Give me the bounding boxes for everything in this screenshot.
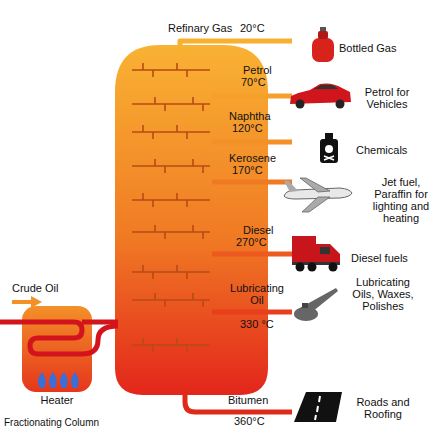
tray-line [132,165,210,167]
tray-cap [143,63,153,77]
fraction-label: Bottled Gas [339,42,396,54]
chemical-bottle-icon-part [325,145,333,153]
car-icon-part [296,100,305,109]
fraction-label: Lubricating Oil [224,282,290,306]
bitumen-pipe [185,390,292,412]
truck-icon-part [316,244,340,264]
fraction-label: Crude Oil [12,282,58,294]
tray-line [132,231,210,233]
naphtha-pipe [212,140,292,145]
chemical-bottle-icon-part [324,156,334,160]
burner-flames-part [49,372,57,388]
fraction-label: 170°C [232,164,263,176]
gas-bottle-icon-part [312,38,334,62]
fraction-label: 360°C [234,415,265,427]
fraction-label: Fractionating Column [4,417,99,429]
burner-flames-part [38,372,46,388]
fraction-label: Petrol for Vehicles [354,86,420,110]
chemical-bottle-icon [320,133,338,163]
tray-line [132,299,210,301]
oil-can-icon-part [298,288,338,312]
fraction-label: 330 °C [240,318,274,330]
fraction-label: 120°C [232,122,263,134]
truck-icon-part [308,263,317,272]
lubricating-pipe [212,310,292,315]
fraction-label: Diesel [243,224,274,236]
gas-bottle-icon [312,27,334,62]
oil-can-icon [294,288,338,321]
crude-pipe-out [82,326,118,354]
truck-icon-part [292,236,316,262]
oil-can-icon-part [302,303,308,308]
tray-cap [143,125,153,139]
fraction-label: Lubricating Oils, Waxes, Polishes [346,276,420,312]
plane-icon-part [302,197,330,212]
tray-cap [155,97,165,111]
fraction-label: Jet fuel, Paraffin for lighting and heat… [366,176,436,224]
heater-node: Heater [14,394,100,408]
tray-cap [177,265,187,279]
truck-icon-part [320,247,330,254]
tray-cap [143,338,153,352]
tray-line [132,103,210,105]
gas-bottle-icon-part [320,27,326,31]
crude-arrow [12,300,32,304]
column-trays [132,63,210,352]
tray-cap [177,63,187,77]
fraction-label: Naphtha [229,110,271,122]
fraction-label: Kerosene [229,152,276,164]
fraction-label: Chemicals [356,144,407,156]
petrol-pipe [212,94,292,99]
burner-flames-part [60,372,68,388]
kerosene-pipe [212,180,292,185]
plane-icon-part [300,178,330,192]
fraction-label: Diesel fuels [351,252,408,264]
plane-icon [284,178,352,212]
crude-arrow-head [31,296,42,308]
gas-pipe [180,41,292,52]
product-pipes [180,41,292,412]
tray-cap [155,225,165,239]
crude-pipe [0,322,118,354]
road-icon-part [315,396,320,420]
car-icon [290,84,351,109]
car-icon-part [336,100,345,109]
road-icon [294,392,342,422]
chemical-bottle-icon-part [320,139,338,163]
tray-cap [193,293,203,307]
gas-bottle-icon-part [318,31,328,39]
tray-cap [177,125,187,139]
heater-label: Heater [14,394,100,406]
car-icon-part [314,85,338,89]
fraction-label: Bitumen [228,394,268,406]
road-icon-part [294,392,342,422]
fraction-label: 20°C [240,22,265,34]
tray-cap [193,97,203,111]
fraction-label: Petrol [243,64,272,76]
fraction-label: Roads and Roofing [352,396,414,420]
fraction-label: 270°C [236,236,267,248]
truck-icon-part [329,263,338,272]
fraction-label: 70°C [241,76,266,88]
tray-cap [177,338,187,352]
tray-cap [143,193,153,207]
burner-flames [38,372,79,388]
chemical-bottle-icon-part [325,133,333,139]
truck-icon [292,236,340,272]
tray-cap [193,159,203,173]
tray-cap [193,225,203,239]
tray-cap [177,193,187,207]
fraction-label: Refinary Gas [168,22,232,34]
tray-cap [155,159,165,173]
diesel-pipe [212,252,292,257]
tray-cap [155,293,165,307]
tray-cap [143,265,153,279]
truck-icon-part [296,263,305,272]
plane-icon-part [284,181,298,192]
burner-flames-part [71,372,79,388]
